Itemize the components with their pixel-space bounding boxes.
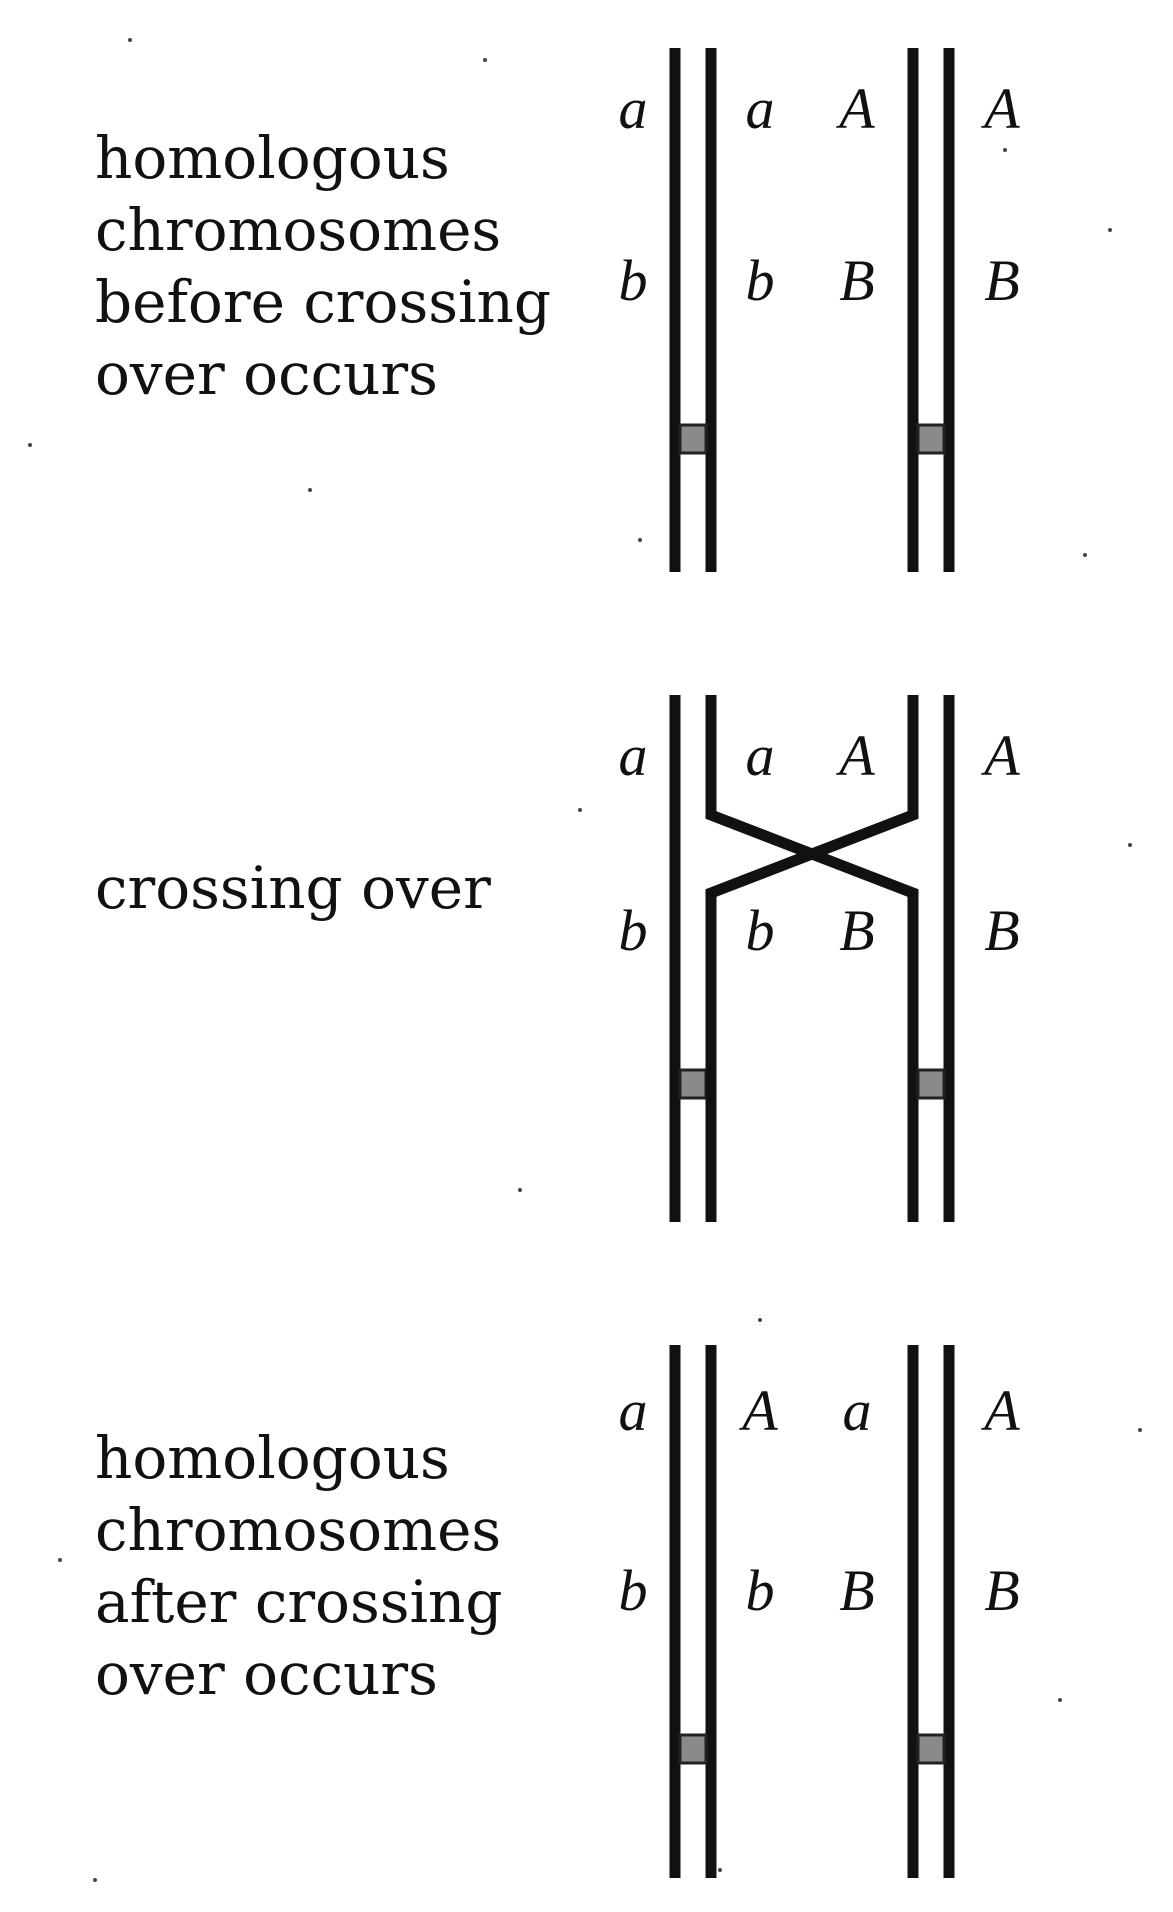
caption-after: homologous chromosomes after crossing ov… <box>95 1424 521 1708</box>
chromosome-right <box>907 48 955 572</box>
chromosome-right <box>907 1345 955 1878</box>
centromere <box>678 1068 708 1100</box>
allele-label: A <box>980 1378 1020 1443</box>
chromatid-3-upper <box>705 695 919 1222</box>
allele-label: B <box>984 1558 1019 1623</box>
allele-label: B <box>839 898 874 963</box>
chromosome-left <box>669 48 717 572</box>
allele-label: A <box>980 76 1020 141</box>
allele-label: a <box>843 1378 872 1443</box>
allele-label: b <box>746 248 775 313</box>
allele-label: A <box>980 723 1020 788</box>
allele-label: B <box>984 898 1019 963</box>
caption-line: over occurs <box>95 340 438 408</box>
allele-label: a <box>619 76 648 141</box>
caption-line: homologous <box>95 124 450 192</box>
allele-label: a <box>619 1378 648 1443</box>
allele-label: b <box>619 1558 648 1623</box>
allele-label: A <box>835 723 875 788</box>
chromosome-right <box>705 695 955 1222</box>
chromatid-2-upper <box>705 695 919 1222</box>
chromosome-left <box>669 1345 717 1878</box>
centromere <box>916 1733 946 1765</box>
centromere <box>916 423 946 455</box>
allele-label: b <box>746 898 775 963</box>
caption-crossing: crossing over <box>95 854 491 922</box>
caption-line: before crossing <box>95 268 551 336</box>
caption-line: chromosomes <box>95 1496 501 1564</box>
allele-label: b <box>619 898 648 963</box>
centromere <box>916 1068 946 1100</box>
caption-line: homologous <box>95 1424 450 1492</box>
caption-before: homologous chromosomes before crossing o… <box>95 124 569 408</box>
allele-label: a <box>746 76 775 141</box>
caption-line: chromosomes <box>95 196 501 264</box>
scan-noise <box>28 38 1142 1882</box>
caption-line: over occurs <box>95 1640 438 1708</box>
caption-line: crossing over <box>95 854 491 922</box>
allele-label: b <box>746 1558 775 1623</box>
allele-label: a <box>746 723 775 788</box>
centromere <box>678 1733 708 1765</box>
allele-label: B <box>839 248 874 313</box>
allele-label: B <box>984 248 1019 313</box>
panel-crossing: crossing over a a A A b b B B <box>95 695 1020 1222</box>
allele-label: B <box>839 1558 874 1623</box>
caption-line: after crossing <box>95 1568 503 1636</box>
centromere <box>678 423 708 455</box>
allele-label: A <box>738 1378 778 1443</box>
allele-label: A <box>835 76 875 141</box>
allele-label: a <box>619 723 648 788</box>
allele-label: b <box>619 248 648 313</box>
panel-before: homologous chromosomes before crossing o… <box>95 48 1020 572</box>
panel-after: homologous chromosomes after crossing ov… <box>95 1345 1020 1878</box>
